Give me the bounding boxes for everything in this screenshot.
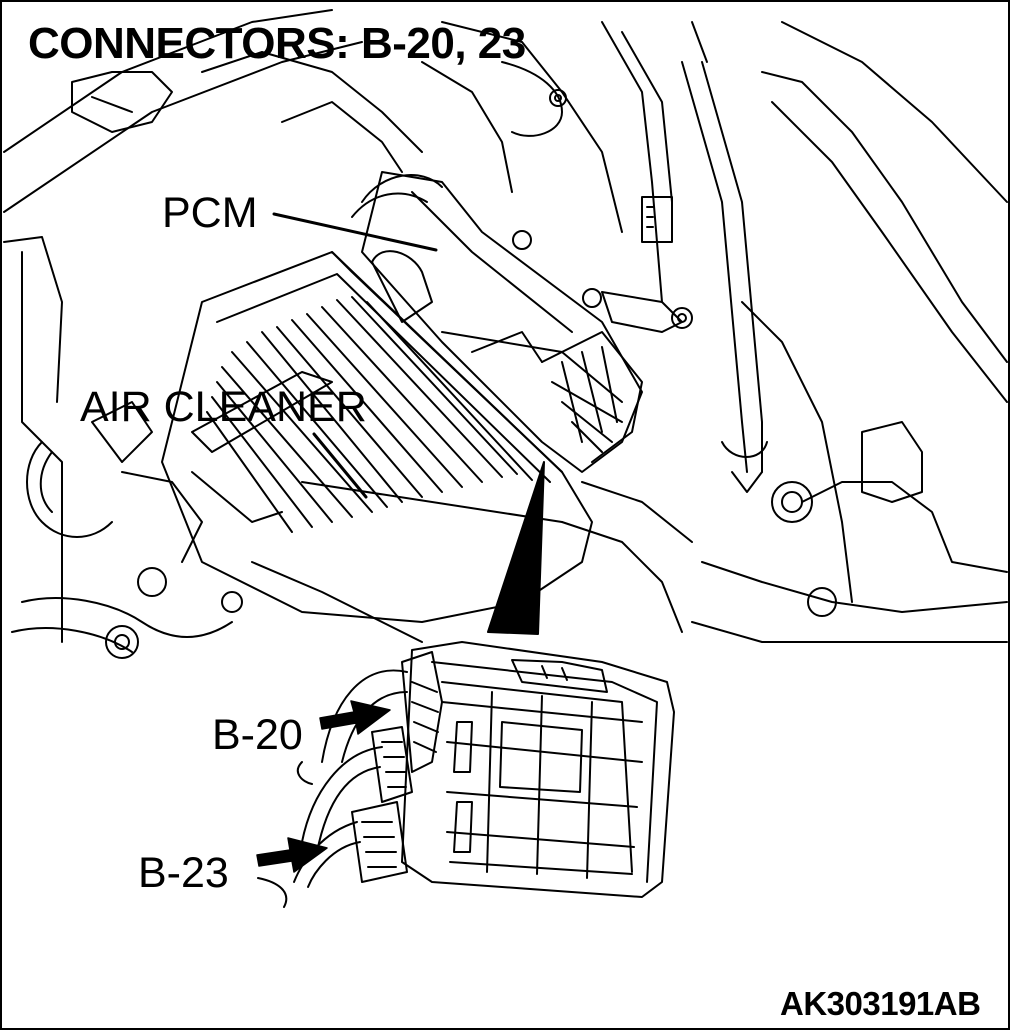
pcm-leader-line bbox=[272, 212, 438, 252]
air-cleaner-label: AIR CLEANER bbox=[80, 383, 367, 431]
figure-code: AK303191AB bbox=[780, 985, 981, 1022]
air-cleaner-drawing bbox=[161, 250, 593, 623]
b20-pointer-arrow bbox=[319, 700, 391, 735]
b23-pointer-arrow bbox=[256, 837, 328, 873]
connector-b20-label: B-20 bbox=[212, 711, 303, 759]
b23-leader-line bbox=[257, 877, 288, 908]
page-title: CONNECTORS: B-20, 23 bbox=[28, 19, 526, 68]
air-cleaner-leader-line bbox=[312, 432, 368, 499]
pcm-label: PCM bbox=[162, 189, 258, 237]
detail-callout-pointer bbox=[487, 461, 545, 635]
engine-bay-background bbox=[3, 9, 1008, 659]
connector-b23-label: B-23 bbox=[138, 849, 229, 897]
pcm-unit-drawing bbox=[351, 171, 643, 473]
b20-leader-line bbox=[296, 761, 313, 785]
pcm-detail-enlarged bbox=[293, 641, 675, 898]
